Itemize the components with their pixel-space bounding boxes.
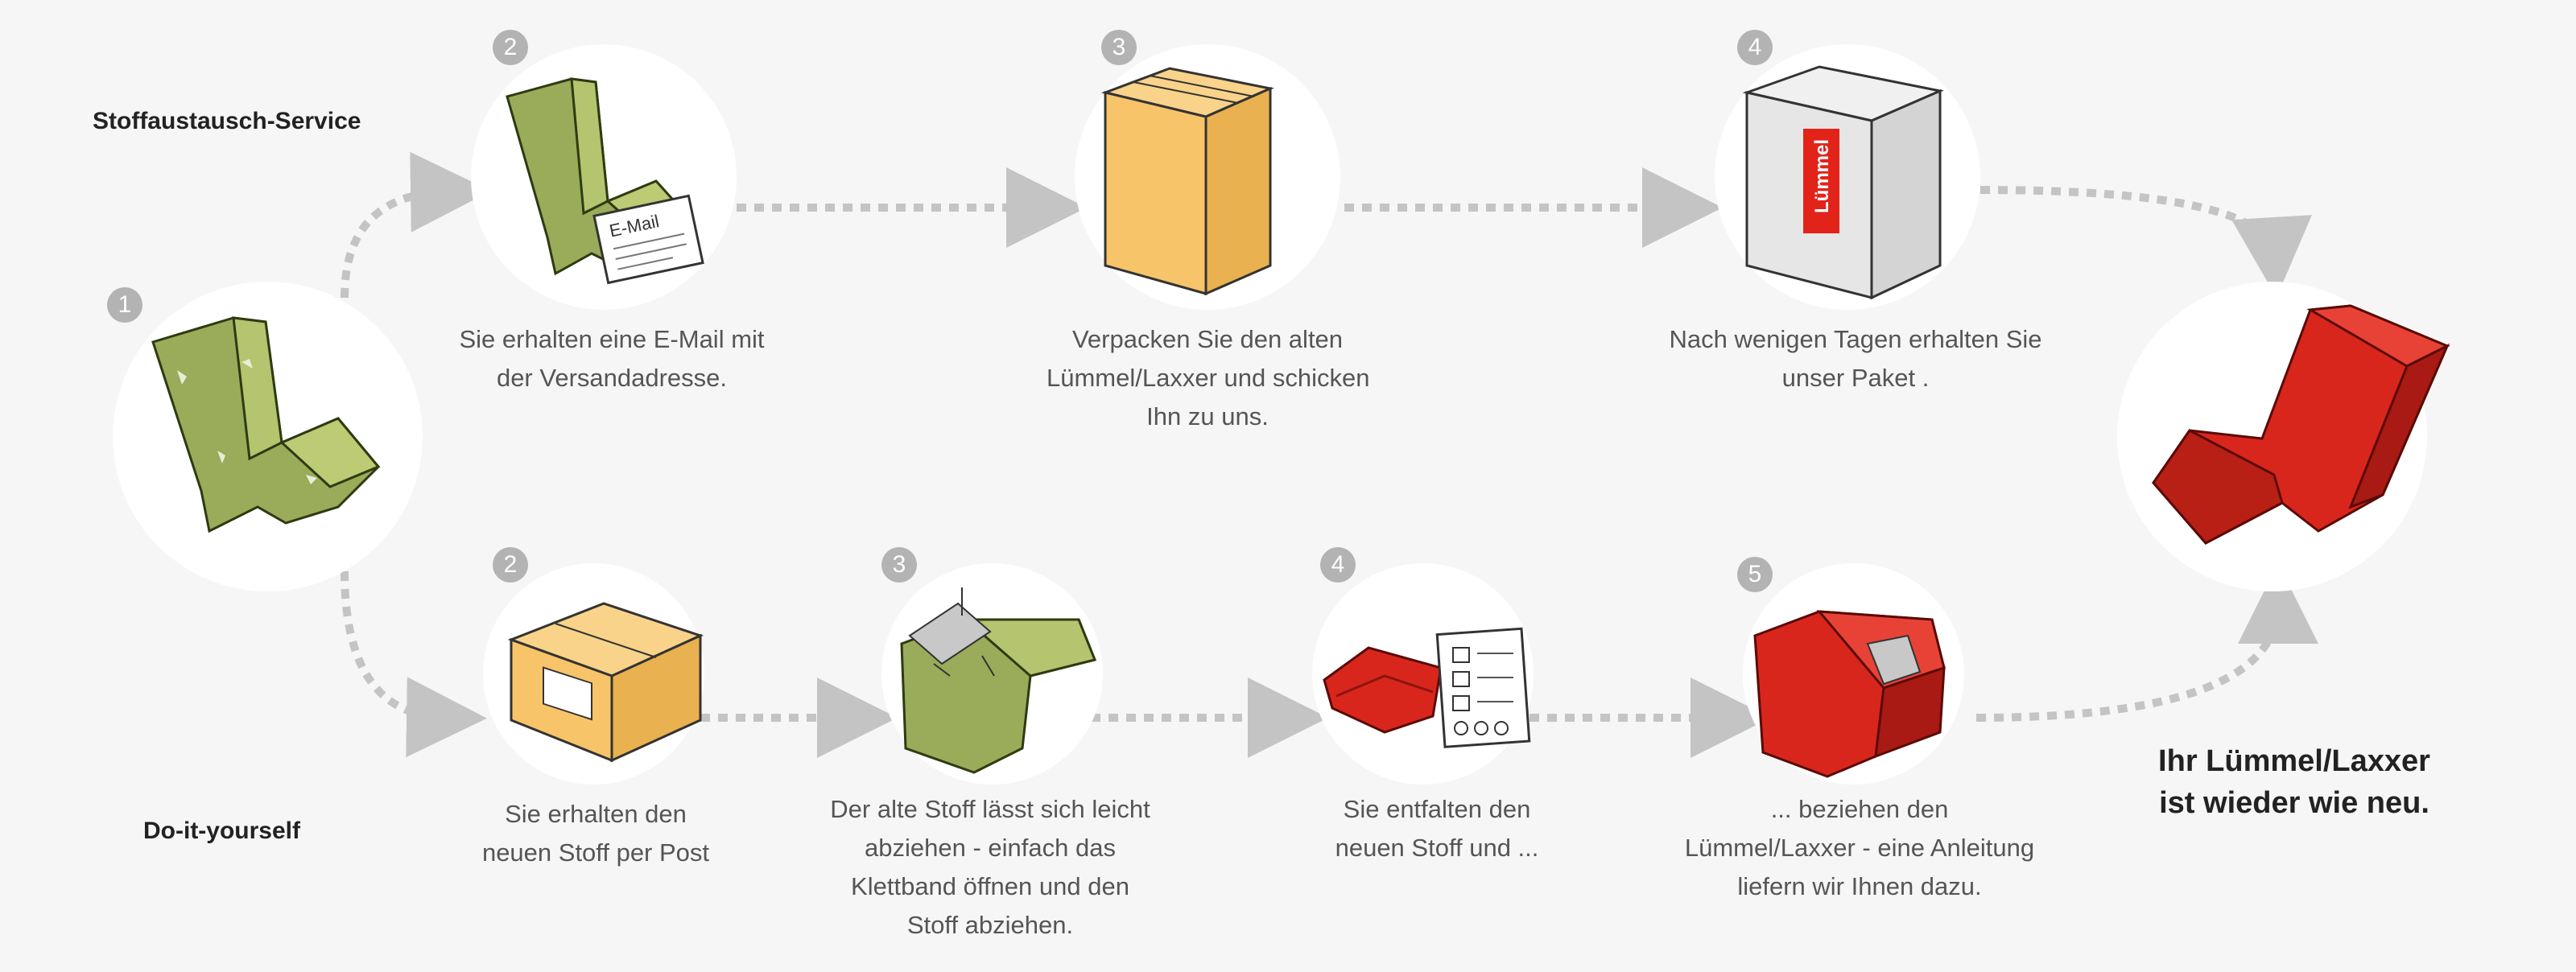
service-step-4-caption: Nach wenigen Tagen erhalten Sie unser Pa… — [1666, 320, 2045, 397]
service-step-4-badge: 4 — [1737, 30, 1773, 65]
caption-line: unser Paket . — [1781, 364, 1930, 392]
old-luemmel-icon — [151, 316, 381, 533]
diy-step-3-badge: 3 — [881, 547, 917, 583]
diy-step-3-caption: Der alte Stoff lässt sich leicht abziehe… — [805, 790, 1175, 945]
chair-email-icon: E-Mail — [506, 77, 704, 285]
caption-line: Sie erhalten den — [505, 800, 687, 828]
step-1-badge: 1 — [107, 287, 142, 323]
diy-step-5-caption: ... beziehen den Lümmel/Laxxer - eine An… — [1674, 790, 2045, 906]
caption-line: liefern wir Ihnen dazu. — [1737, 872, 1982, 900]
caption-line: neuen Stoff und ... — [1335, 834, 1539, 862]
caption-line: Sie entfalten den — [1343, 795, 1531, 823]
arrow-service-4-result — [1979, 186, 2312, 298]
caption-line: Ihn zu uns. — [1146, 402, 1269, 430]
luemmel-package-icon: Lümmel — [1742, 65, 1944, 300]
caption-line: Lümmel/Laxxer - eine Anleitung — [1684, 834, 2035, 862]
box-icon — [1100, 67, 1274, 296]
caption-line: Verpacken Sie den alten — [1071, 325, 1344, 353]
service-step-3-badge: 3 — [1101, 30, 1137, 65]
caption-line: Der alte Stoff lässt sich leicht — [830, 795, 1150, 823]
caption-line: Stoff abziehen. — [906, 911, 1074, 939]
service-label: Stoffaustausch-Service — [93, 108, 361, 134]
diy-step-4-badge: 4 — [1320, 547, 1356, 583]
arrow-start-to-service — [341, 151, 491, 299]
diy-step-2-badge: 2 — [493, 547, 528, 583]
caption-line: Sie erhalten eine E-Mail mit — [459, 325, 765, 353]
result-line: ist wieder wie neu. — [2159, 786, 2429, 820]
arrow-start-to-diy — [341, 570, 487, 758]
service-step-3-caption: Verpacken Sie den alten Lümmel/Laxxer un… — [1046, 320, 1370, 436]
diy-step-2-caption: Sie erhalten den neuen Stoff per Post — [435, 795, 757, 872]
diy-label: Do-it-yourself — [143, 818, 300, 844]
cover-red-fabric-icon — [1753, 610, 1946, 778]
service-step-2-caption: Sie erhalten eine E-Mail mit der Versand… — [451, 320, 773, 397]
result-line: Ihr Lümmel/Laxxer — [2158, 744, 2430, 778]
caption-line: neuen Stoff per Post — [481, 838, 710, 867]
package-brand-text: Lümmel — [1811, 139, 1833, 213]
arrow-diy-5-result — [1975, 563, 2318, 722]
diy-step-5-badge: 5 — [1737, 557, 1773, 592]
service-step-2-badge: 2 — [493, 30, 528, 65]
caption-line: Nach wenigen Tagen erhalten Sie — [1669, 325, 2042, 353]
caption-line: Lümmel/Laxxer und schicken — [1046, 364, 1370, 392]
remove-fabric-icon — [900, 587, 1097, 774]
caption-line: Klettband öffnen und den — [851, 872, 1129, 900]
caption-line: ... beziehen den — [1770, 795, 1949, 823]
new-red-luemmel-icon — [2152, 304, 2450, 545]
parcel-icon — [507, 602, 704, 763]
caption-line: abziehen - einfach das — [865, 834, 1116, 862]
caption-line: der Versandadresse. — [496, 364, 728, 392]
folded-fabric-instructions-icon — [1323, 627, 1531, 748]
diy-step-4-caption: Sie entfalten den neuen Stoff und ... — [1276, 790, 1598, 867]
result-caption: Ihr Lümmel/Laxxer ist wieder wie neu. — [2125, 740, 2463, 824]
